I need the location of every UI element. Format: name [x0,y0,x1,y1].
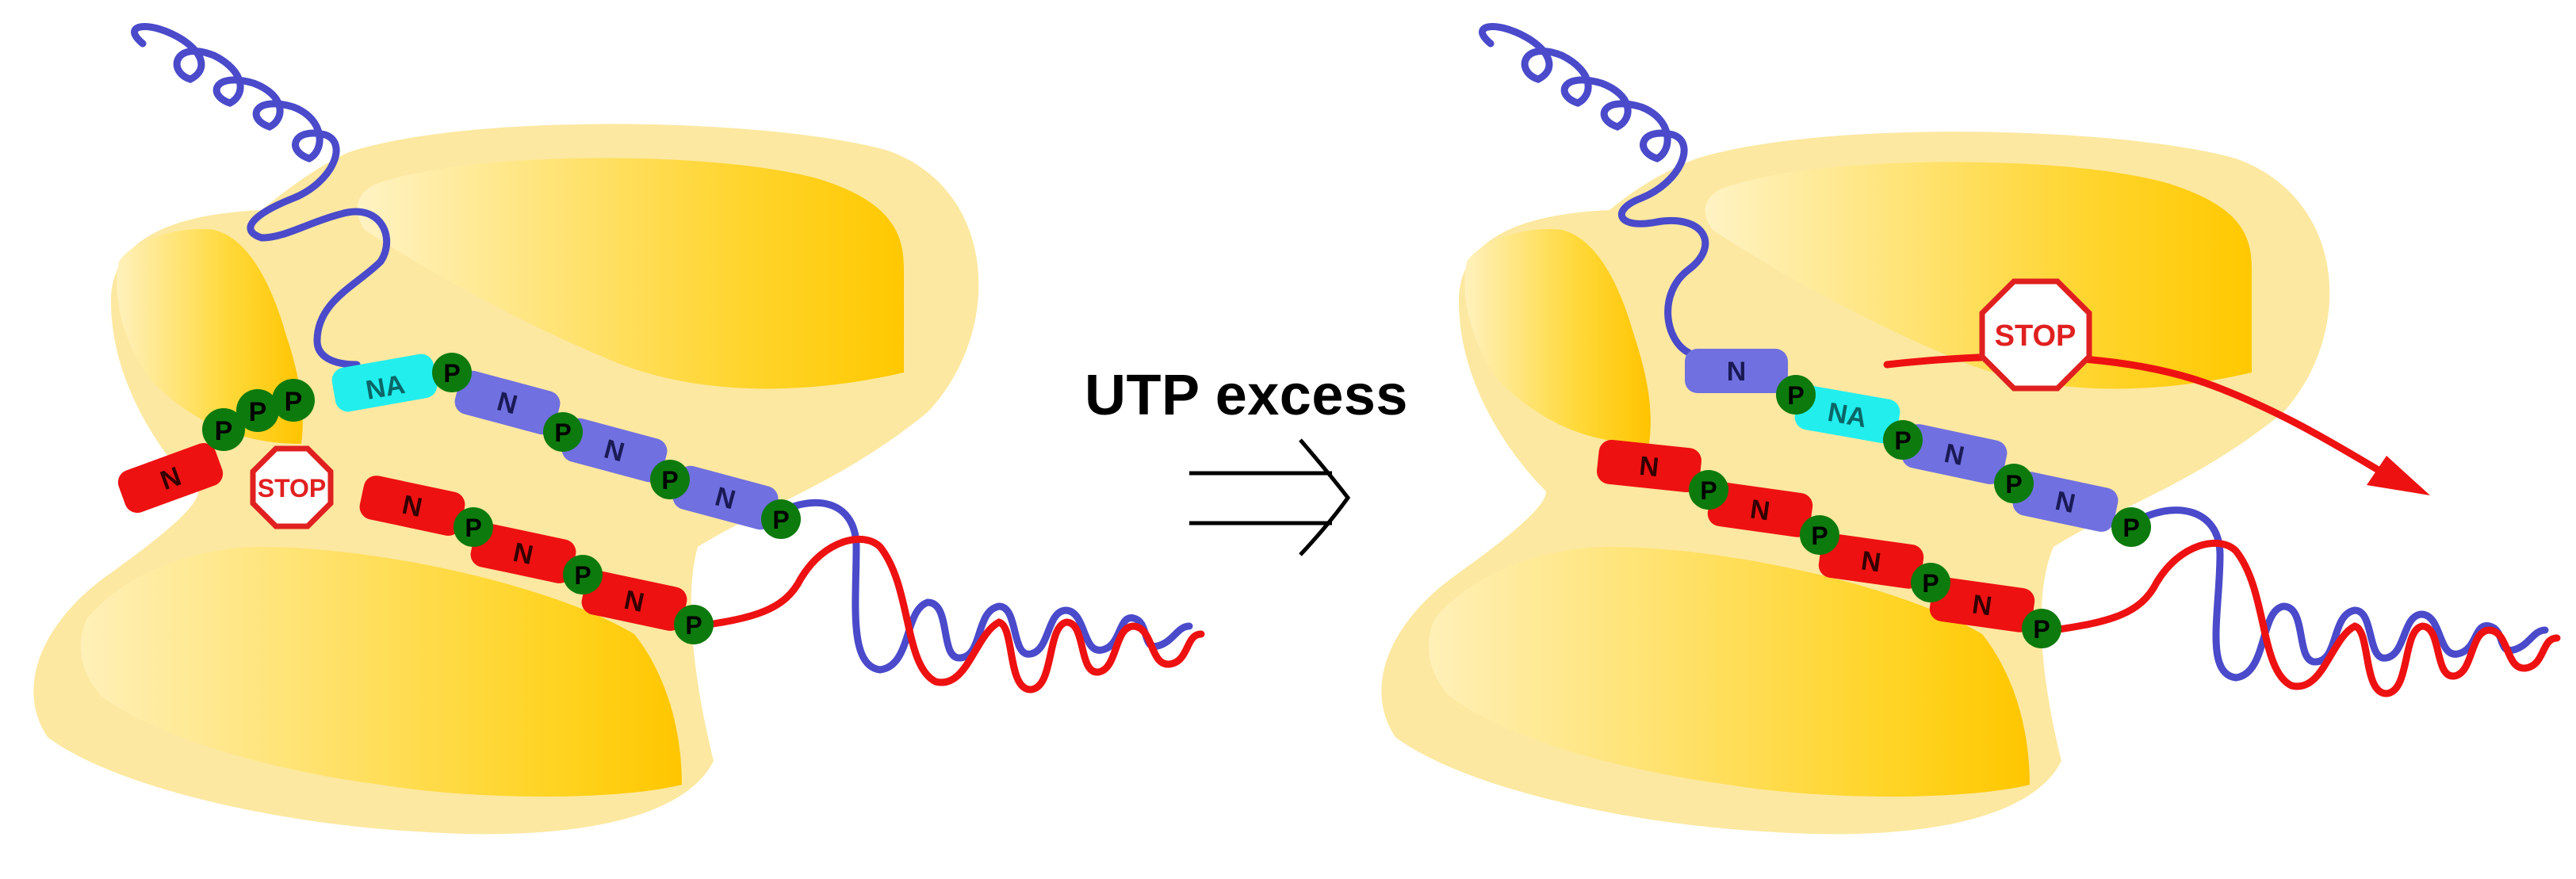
p-circle [2022,609,2061,648]
blue-strand-right-tail [2129,506,2549,682]
n-blue-block [2012,472,2119,532]
n-red-block [1597,439,1701,493]
p-circle [1994,464,2034,503]
ribosome-right-lower-subunit [1428,547,2030,797]
p-circle [1883,420,1923,460]
p-circle [2111,507,2151,547]
n-label: N [1970,589,1994,621]
p-circle [1776,375,1816,415]
red-strand-right-tail [2050,539,2561,697]
p-label: P [1894,426,1911,455]
stop-label: STOP [1995,319,2076,353]
ribosome-right-side-lobe [1464,229,1651,444]
right-lower-row: N N N N P P P P [1597,439,2061,648]
p-label: P [1700,476,1717,505]
implies-arrow [1189,438,1351,556]
p-circle [563,555,603,594]
na-block [1794,385,1900,444]
p-circle [272,379,315,422]
p-circle [650,460,690,499]
right-upper-row: N NA N N P P P P [1685,349,2151,547]
n-blue-block [672,465,779,530]
p-label: P [285,387,303,417]
left-released-fragment: N P P P [117,379,315,514]
implies-arrowhead [1299,438,1351,556]
red-strand-left-tail [694,535,1205,694]
n-label: N [1638,451,1660,483]
stop-label: STOP [258,474,327,503]
n-blue-block [1901,424,2008,484]
p-label: P [465,514,481,542]
left-lower-row: N N N P P P [359,476,714,644]
p-circle [432,353,472,392]
n-blue-block [561,418,668,483]
n-red-block [1707,482,1813,537]
p-circle [1911,563,1950,602]
ribosome-right-upper-subunit [1705,162,2252,389]
p-label: P [1811,522,1828,550]
stop-octagon [250,445,334,529]
ribosome-left-lower-subunit [80,547,682,797]
n-blue-block [454,370,561,435]
p-circle [202,408,245,451]
p-label: P [661,466,678,495]
p-circle [454,507,493,547]
n-blue-block [1685,349,1788,393]
n-label: N [1859,545,1883,578]
p-label: P [554,418,571,447]
p-label: P [1922,569,1939,598]
p-label: P [249,397,267,427]
stop-sign-left: STOP [250,445,334,529]
na-block [331,354,438,412]
n-label: N [1727,357,1747,387]
ribosome-right [1381,132,2330,835]
na-label: NA [364,369,408,406]
utp-excess-label: UTP excess [1085,364,1408,427]
p-label: P [215,416,233,446]
p-circle [674,605,714,644]
p-label: P [1787,381,1804,410]
p-label: P [685,611,702,640]
p-circle [236,389,279,432]
p-label: P [2033,615,2050,644]
n-red-block [117,442,224,514]
p-label: P [443,359,460,388]
p-label: P [2122,514,2139,542]
na-label: NA [1825,397,1869,434]
n-red-block [470,523,576,583]
ribosome-left [33,124,979,835]
p-circle [1689,470,1728,510]
blue-strand-left-top-wave [131,23,391,369]
n-red-block [359,476,465,536]
ribosome-left-upper-subunit [357,158,905,389]
n-label: N [1748,494,1772,526]
left-upper-row: NA N N N P P P P [331,353,801,539]
p-circle [1800,515,1839,555]
p-label: P [772,506,789,534]
p-label: P [2005,470,2022,499]
p-label: P [574,561,591,590]
release-arrow-head [2367,456,2430,495]
n-red-block [1818,533,1924,589]
n-red-block [581,571,687,631]
p-circle [761,499,801,539]
blue-strand-right-top-wave [1479,23,1709,357]
stop-octagon [1979,278,2092,392]
blue-strand-left-tail [777,499,1193,674]
p-circle [543,412,583,452]
stop-sign-right: STOP [1979,278,2092,392]
n-red-block [1929,577,2035,632]
